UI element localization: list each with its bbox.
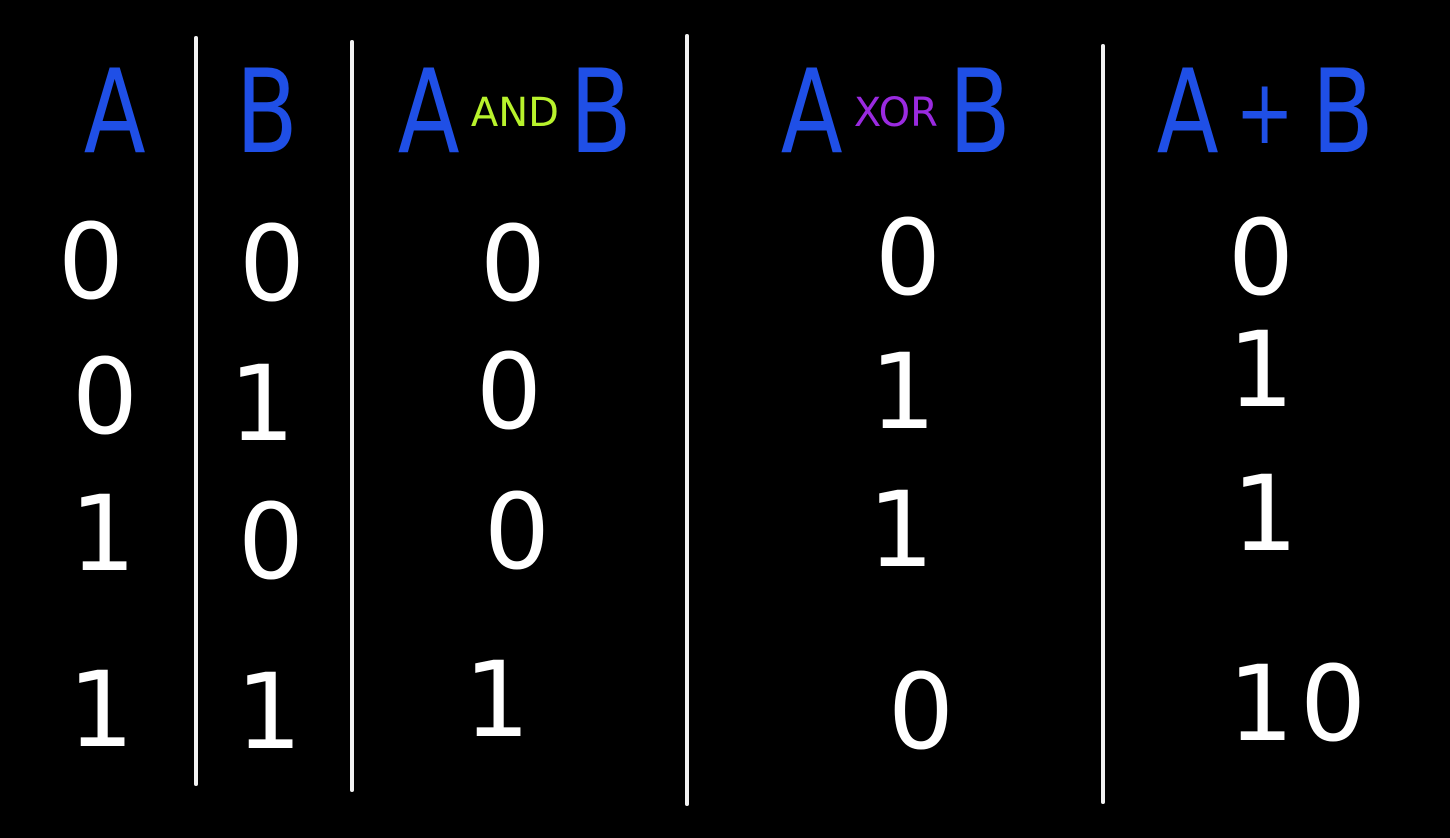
- cell-a-row4: 1: [67, 649, 135, 771]
- cell-and-row2: 0: [475, 331, 543, 453]
- header-and: A AND B: [360, 48, 670, 178]
- header-xor-left: A: [781, 45, 844, 180]
- cell-b-row2: 1: [228, 343, 296, 465]
- header-sum-right: B: [1311, 45, 1374, 180]
- header-a-label: A: [84, 45, 146, 180]
- header-sum: A + B: [1130, 48, 1400, 178]
- cell-a-row3: 1: [69, 473, 137, 595]
- cell-and-row1: 0: [479, 203, 547, 325]
- divider-xor-sum: [1101, 44, 1105, 804]
- cell-xor-row1: 0: [874, 197, 942, 319]
- divider-and-xor: [685, 34, 689, 806]
- cell-sum-row3: 1: [1231, 453, 1299, 575]
- header-sum-left: A: [1156, 45, 1219, 180]
- header-xor-operator: XOR: [853, 90, 938, 136]
- header-and-operator: AND: [470, 90, 559, 136]
- cell-b-row1: 0: [238, 203, 306, 325]
- cell-xor-row3: 1: [867, 469, 935, 591]
- header-a: A: [60, 48, 170, 178]
- header-xor: A XOR B: [706, 48, 1086, 178]
- cell-b-row3: 0: [237, 481, 305, 603]
- cell-a-row2: 0: [71, 336, 139, 458]
- header-and-left: A: [398, 45, 461, 180]
- cell-b-row4: 1: [235, 651, 303, 773]
- header-and-right: B: [569, 45, 632, 180]
- header-b-label: B: [235, 45, 299, 180]
- cell-and-row3: 0: [483, 471, 551, 593]
- cell-sum-row4: 10: [1227, 643, 1373, 765]
- header-xor-right: B: [948, 45, 1011, 180]
- cell-xor-row2: 1: [869, 331, 937, 453]
- cell-sum-row1: 0: [1227, 197, 1295, 319]
- cell-a-row1: 0: [57, 201, 125, 323]
- divider-a-b: [194, 36, 198, 786]
- cell-sum-row2: 1: [1227, 309, 1295, 431]
- divider-b-and: [350, 40, 354, 792]
- header-b: B: [212, 48, 322, 178]
- cell-xor-row4: 0: [887, 651, 955, 773]
- header-sum-operator: +: [1235, 60, 1295, 165]
- cell-and-row4: 1: [463, 639, 531, 761]
